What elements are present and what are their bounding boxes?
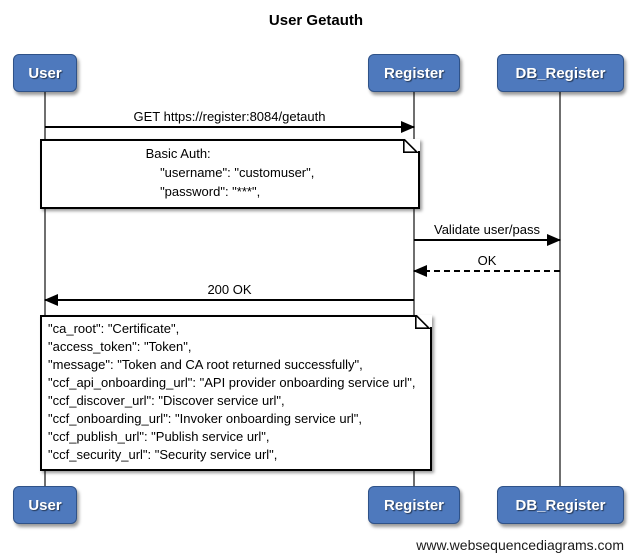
page-fold-icon (403, 139, 420, 156)
message-label: GET https://register:8084/getauth (133, 109, 326, 124)
actor-db-register-label: DB_Register (515, 64, 606, 82)
actor-user-bottom: User (13, 486, 77, 524)
actor-db-register-label: DB_Register (515, 496, 606, 514)
lifeline-user (44, 92, 46, 486)
message-line (45, 299, 414, 301)
actor-register-top: Register (368, 54, 460, 92)
message-line-dashed (414, 270, 560, 272)
actor-register-label: Register (383, 64, 445, 82)
actor-db-register-top: DB_Register (497, 54, 624, 92)
note-line: "message": "Token and CA root returned s… (48, 357, 363, 372)
note-basic-auth: Basic Auth: "username": "customuser", "p… (40, 139, 420, 209)
note-line: "ca_root": "Certificate", (48, 321, 180, 336)
diagram-title: User Getauth (268, 12, 364, 29)
note-line: "username": "customuser", (145, 165, 315, 180)
note-text-block: Basic Auth: "username": "customuser", "p… (146, 144, 315, 201)
watermark-websequencediagrams: www.websequencediagrams.com (416, 537, 624, 553)
arrowhead-right-icon (401, 121, 415, 133)
lifeline-db-register (559, 92, 561, 486)
note-line: "access_token": "Token", (48, 339, 192, 354)
message-label: OK (477, 253, 497, 268)
message-ok-return: OK (413, 252, 560, 277)
note-line: "ccf_onboarding_url": "Invoker onboardin… (48, 411, 363, 426)
page-fold-icon (415, 315, 432, 332)
message-label: 200 OK (207, 282, 252, 297)
note-response-body: "ca_root": "Certificate", "access_token"… (40, 315, 432, 471)
message-validate-user-pass: Validate user/pass (414, 221, 561, 246)
note-line: "password": "***", (145, 184, 261, 199)
actor-user-label: User (28, 496, 62, 514)
note-line: Basic Auth: (145, 146, 211, 161)
message-line (45, 126, 414, 128)
note-line: "ccf_security_url": "Security service ur… (48, 447, 278, 462)
message-200-ok: 200 OK (44, 281, 414, 306)
actor-register-bottom: Register (368, 486, 460, 524)
note-line: "ccf_publish_url": "Publish service url"… (48, 429, 270, 444)
actor-db-register-bottom: DB_Register (497, 486, 624, 524)
message-get-getauth: GET https://register:8084/getauth (45, 108, 415, 133)
lifeline-register (413, 92, 415, 486)
arrowhead-left-icon (44, 294, 58, 306)
message-label: Validate user/pass (434, 222, 540, 237)
arrowhead-left-icon (413, 265, 427, 277)
note-line: "ccf_discover_url": "Discover service ur… (48, 393, 285, 408)
arrowhead-right-icon (547, 234, 561, 246)
message-line (414, 239, 560, 241)
note-line: "ccf_api_onboarding_url": "API provider … (48, 375, 416, 390)
actor-user-top: User (13, 54, 77, 92)
actor-register-label: Register (383, 496, 445, 514)
actor-user-label: User (28, 64, 62, 82)
